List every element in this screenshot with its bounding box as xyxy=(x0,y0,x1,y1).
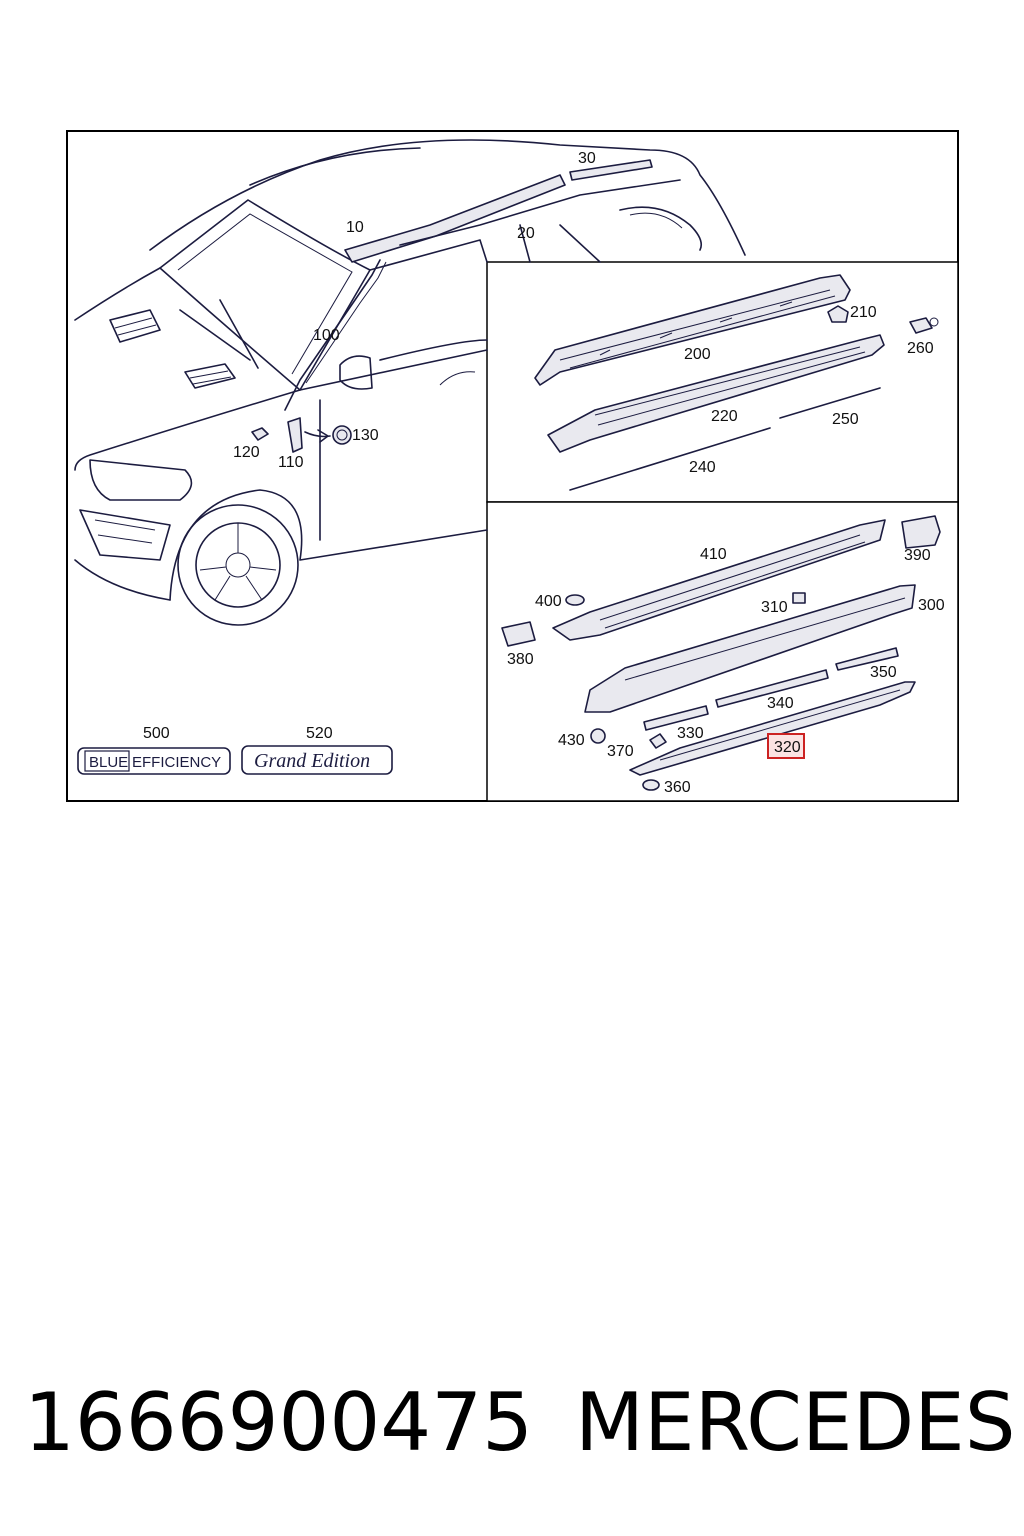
callout-380: 380 xyxy=(507,651,534,668)
callout-20: 20 xyxy=(517,225,535,242)
callout-410: 410 xyxy=(700,546,727,563)
highlight-box-320 xyxy=(767,733,805,759)
footer-caption: 1666900475 MERCEDES xyxy=(0,1368,1024,1478)
callout-200: 200 xyxy=(684,346,711,363)
callout-500: 500 xyxy=(143,725,170,742)
badge-grand-edition: Grand Edition xyxy=(241,745,393,775)
callout-400: 400 xyxy=(535,593,562,610)
lower-inset-parts xyxy=(501,515,941,791)
badge-blue-word: BLUE xyxy=(89,754,128,771)
callout-310: 310 xyxy=(761,599,788,616)
badge-efficiency-word: EFFICIENCY xyxy=(132,754,221,771)
callout-210: 210 xyxy=(850,304,877,321)
callout-250: 250 xyxy=(832,411,859,428)
callout-30: 30 xyxy=(578,150,596,167)
badge-grand-edition-text: Grand Edition xyxy=(254,750,370,772)
callout-360: 360 xyxy=(664,779,691,796)
callout-260: 260 xyxy=(907,340,934,357)
callout-labels: 10 20 30 100 110 120 130 200 210 220 240… xyxy=(143,150,945,796)
upper-inset-parts xyxy=(534,274,939,491)
part-number: 1666900475 xyxy=(24,1376,533,1469)
callout-350: 350 xyxy=(870,664,897,681)
callout-240: 240 xyxy=(689,459,716,476)
callout-130: 130 xyxy=(352,427,379,444)
callout-430: 430 xyxy=(558,732,585,749)
badge-blue-efficiency: BLUE EFFICIENCY xyxy=(77,747,231,775)
callout-300: 300 xyxy=(918,597,945,614)
callout-100: 100 xyxy=(313,327,340,344)
callout-340: 340 xyxy=(767,695,794,712)
vehicle-drawing xyxy=(74,139,746,626)
inset-upper-panel xyxy=(486,261,959,503)
callout-120: 120 xyxy=(233,444,260,461)
callout-10: 10 xyxy=(346,219,364,236)
parts-diagram: BLUE EFFICIENCY Grand Edition 10 20 30 1… xyxy=(66,130,959,802)
callout-370: 370 xyxy=(607,743,634,760)
brand-name: MERCEDES xyxy=(575,1376,1016,1469)
callout-330: 330 xyxy=(677,725,704,742)
callout-110: 110 xyxy=(278,454,304,471)
callout-220: 220 xyxy=(711,408,738,425)
callout-520: 520 xyxy=(306,725,333,742)
callout-390: 390 xyxy=(904,547,931,564)
callout-320: 320 xyxy=(774,739,801,756)
